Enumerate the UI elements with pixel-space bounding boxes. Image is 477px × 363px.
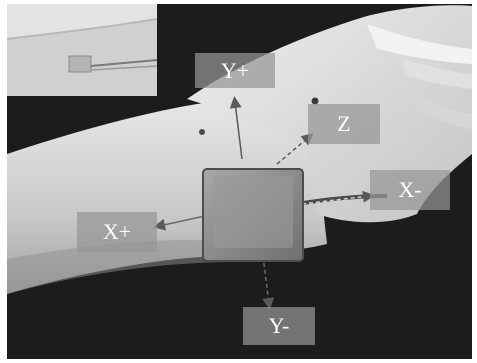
- label-z: Z: [308, 104, 380, 144]
- sensor-box-face: [213, 176, 293, 248]
- label-x-plus: X+: [77, 212, 157, 252]
- label-y-minus: Y-: [243, 307, 315, 345]
- label-y-plus: Y+: [195, 53, 275, 88]
- label-x-minus: X-: [370, 170, 450, 210]
- marker-dot: [199, 129, 205, 135]
- inset-sensor: [69, 56, 91, 72]
